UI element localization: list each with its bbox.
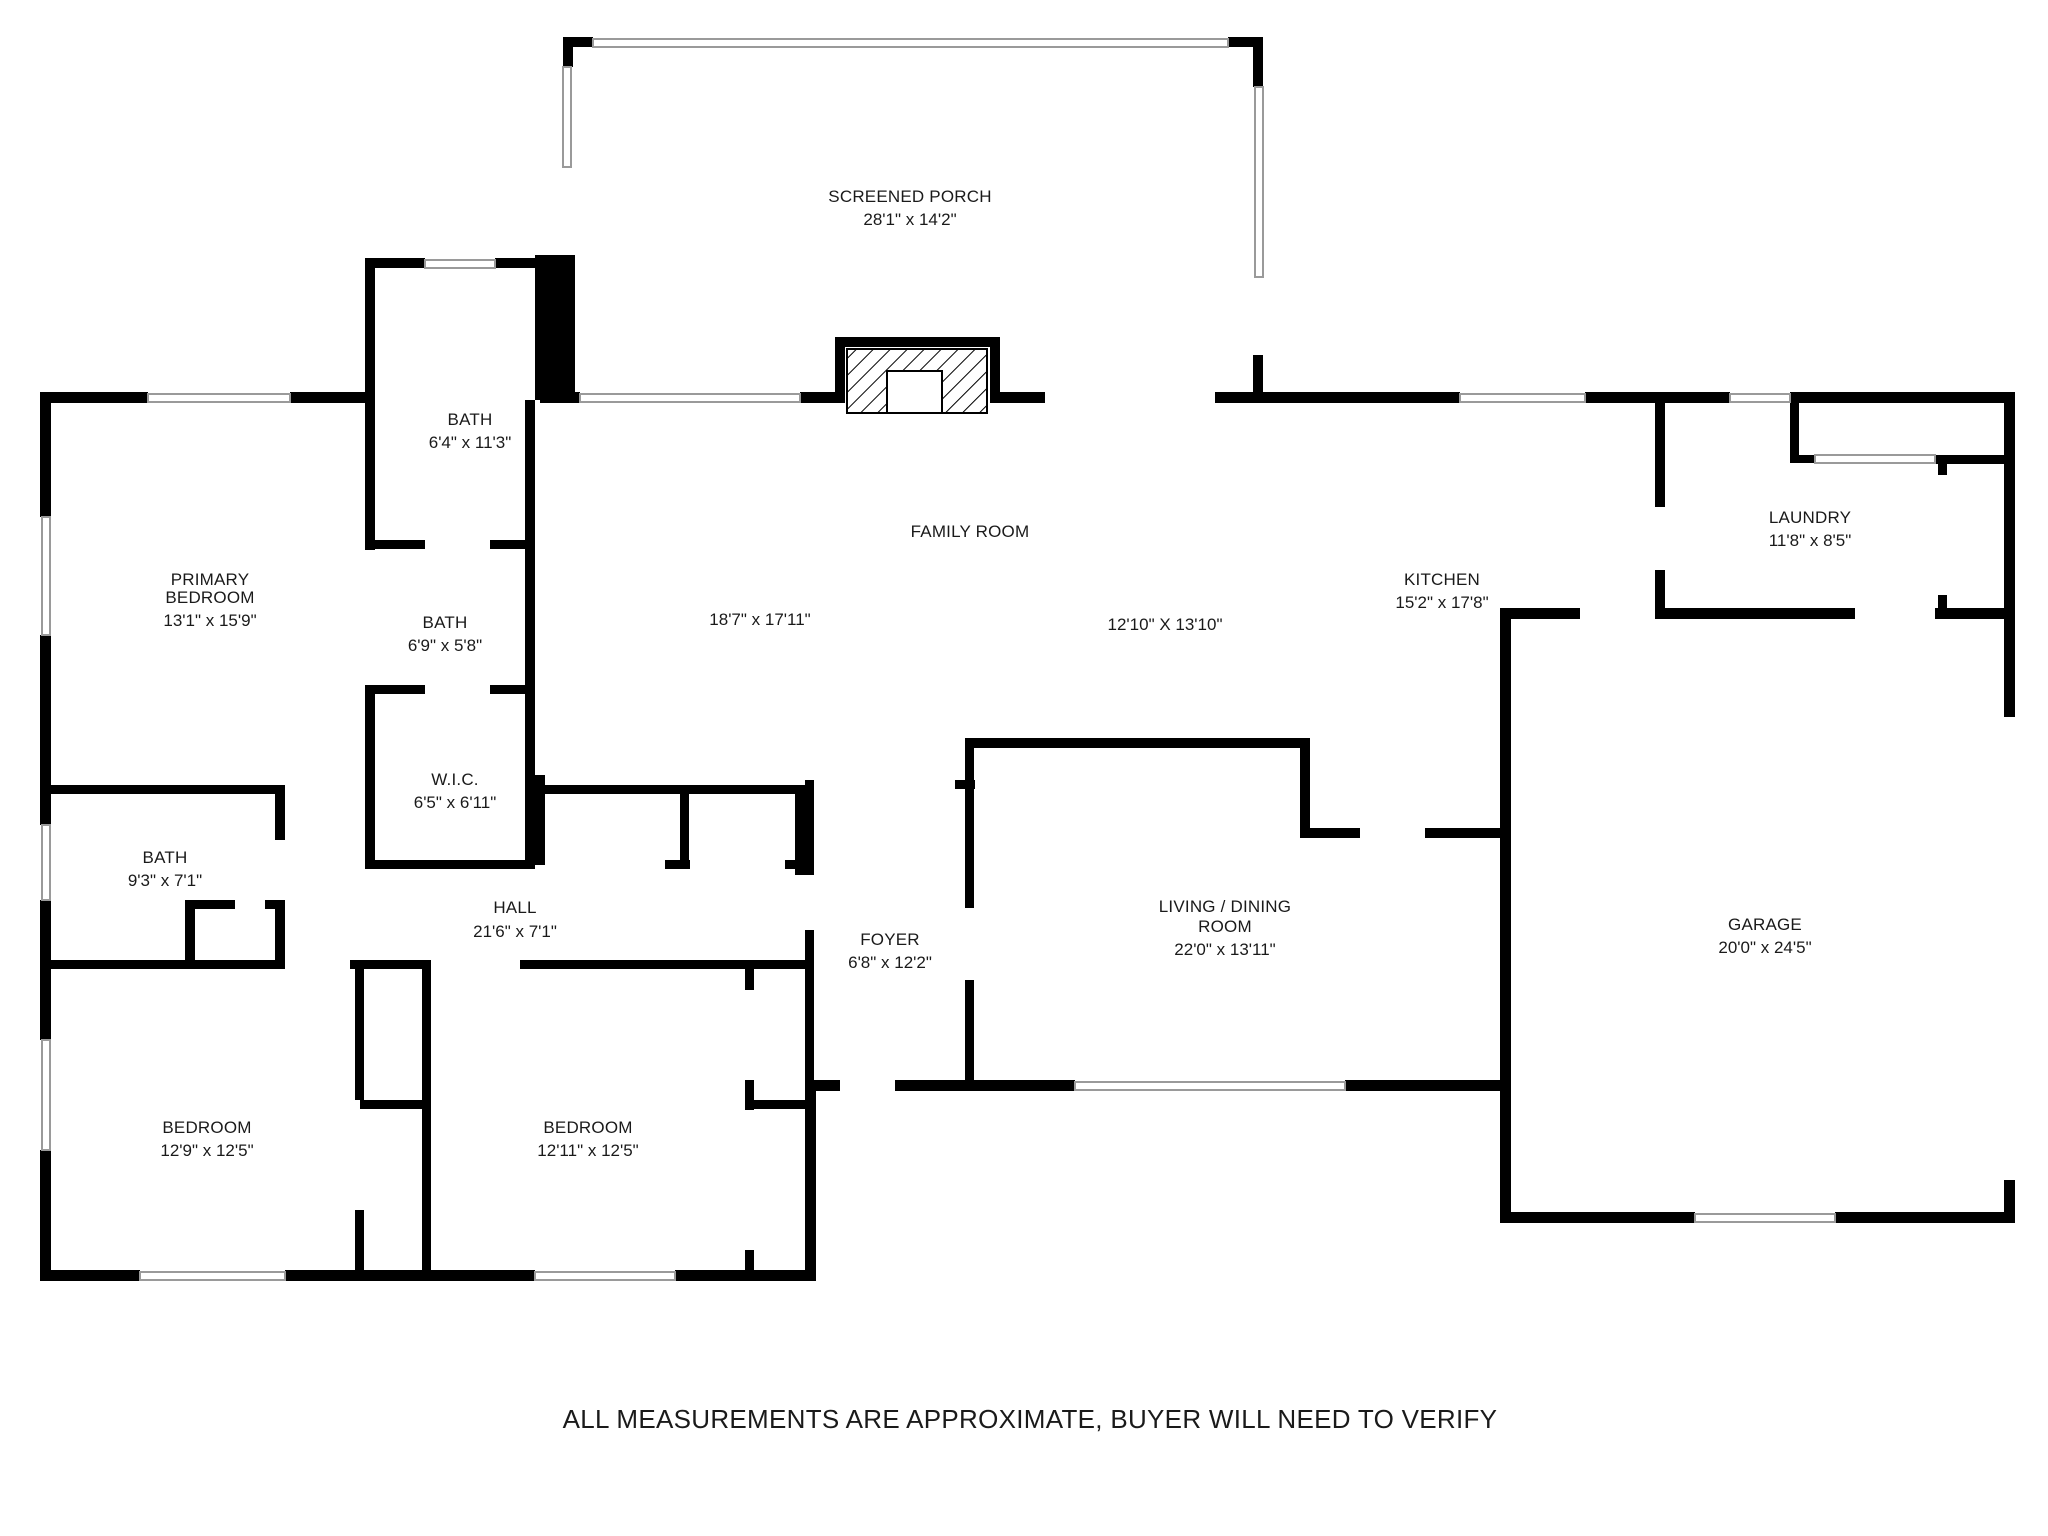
room-name-living-dining-line2: ROOM <box>1198 917 1252 936</box>
room-dims-bedroom-left: 12'9" x 12'5" <box>160 1141 253 1160</box>
room-dims-family-room-second: 12'10" X 13'10" <box>1108 615 1223 634</box>
room-name-family-room: FAMILY ROOM <box>911 522 1030 541</box>
room-dims-wic: 6'5" x 6'11" <box>414 793 497 812</box>
walls <box>40 37 2015 1281</box>
room-dims-hall: 21'6" x 7'1" <box>473 922 557 941</box>
room-dims-bath-upper: 6'4" x 11'3" <box>429 433 512 452</box>
room-name-screened-porch: SCREENED PORCH <box>828 187 991 206</box>
room-name-bath-mid: BATH <box>423 613 468 632</box>
windows <box>41 38 1936 1281</box>
room-name-bedroom-left: BEDROOM <box>162 1118 251 1137</box>
room-dims-bath-left: 9'3" x 7'1" <box>128 871 202 890</box>
room-dims-living-dining: 22'0" x 13'11" <box>1174 940 1275 959</box>
room-labels: SCREENED PORCH 28'1" x 14'2" BATH 6'4" x… <box>128 187 1851 1160</box>
room-name-bath-upper: BATH <box>448 410 493 429</box>
room-dims-laundry: 11'8" x 8'5" <box>1769 531 1852 550</box>
room-name-foyer: FOYER <box>860 930 920 949</box>
room-name-wic: W.I.C. <box>431 770 478 789</box>
room-name-garage: GARAGE <box>1728 915 1802 934</box>
room-dims-foyer: 6'8" x 12'2" <box>848 953 932 972</box>
room-dims-bath-mid: 6'9" x 5'8" <box>408 636 482 655</box>
room-name-living-dining-line1: LIVING / DINING <box>1159 897 1291 916</box>
disclaimer: ALL MEASUREMENTS ARE APPROXIMATE, BUYER … <box>563 1404 1498 1434</box>
room-name-kitchen: KITCHEN <box>1404 570 1480 589</box>
room-name-bath-left: BATH <box>143 848 188 867</box>
room-dims-primary-bedroom: 13'1" x 15'9" <box>163 611 256 630</box>
room-dims-kitchen: 15'2" x 17'8" <box>1395 593 1488 612</box>
room-name-laundry: LAUNDRY <box>1769 508 1851 527</box>
room-name-primary-bedroom-line2: BEDROOM <box>165 588 254 607</box>
room-dims-family-room: 18'7" x 17'11" <box>709 610 810 629</box>
room-dims-screened-porch: 28'1" x 14'2" <box>863 210 956 229</box>
room-name-hall: HALL <box>493 898 536 917</box>
room-name-primary-bedroom-line1: PRIMARY <box>171 570 250 589</box>
room-dims-bedroom-mid: 12'11" x 12'5" <box>537 1141 638 1160</box>
room-dims-garage: 20'0" x 24'5" <box>1718 938 1811 957</box>
room-name-bedroom-mid: BEDROOM <box>543 1118 632 1137</box>
